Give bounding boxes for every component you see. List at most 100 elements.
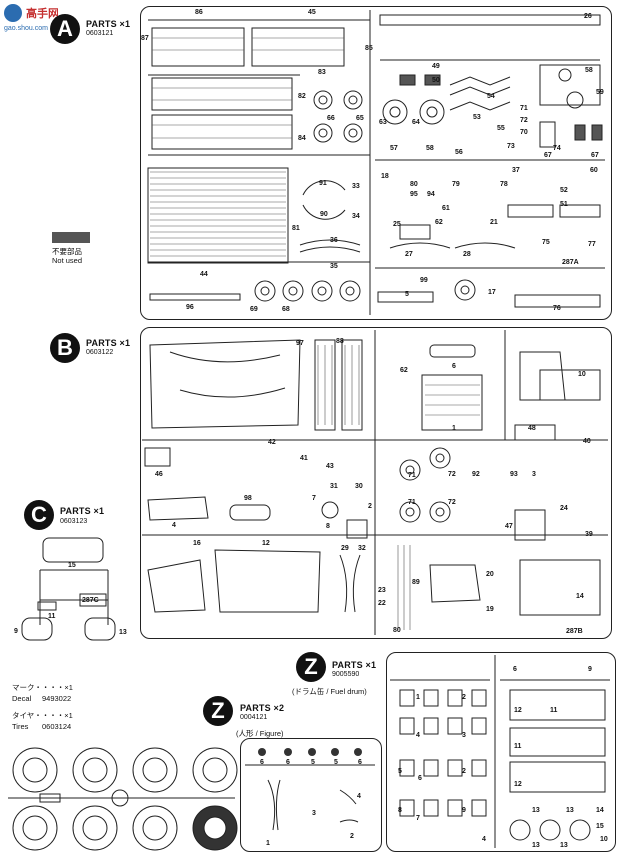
tree-b-frame bbox=[140, 327, 612, 639]
svg-text:43: 43 bbox=[326, 463, 334, 470]
svg-text:54: 54 bbox=[487, 93, 495, 100]
svg-text:44: 44 bbox=[200, 271, 208, 278]
svg-text:78: 78 bbox=[500, 181, 508, 188]
svg-text:20: 20 bbox=[486, 571, 494, 578]
svg-text:4: 4 bbox=[172, 522, 176, 529]
tree-z2-title: PARTS ×2 bbox=[240, 703, 285, 713]
svg-text:2: 2 bbox=[462, 694, 466, 701]
tree-a-title: PARTS ×1 bbox=[86, 19, 131, 29]
svg-text:21: 21 bbox=[490, 219, 498, 226]
svg-text:287C: 287C bbox=[82, 597, 99, 604]
tree-c-badge: C bbox=[24, 500, 54, 530]
svg-text:27: 27 bbox=[405, 251, 413, 258]
svg-text:7: 7 bbox=[416, 815, 420, 822]
tree-c-title: PARTS ×1 bbox=[60, 506, 105, 516]
tree-a-badge: A bbox=[50, 14, 80, 44]
svg-text:5: 5 bbox=[405, 291, 409, 298]
svg-text:13: 13 bbox=[119, 629, 127, 636]
svg-text:53: 53 bbox=[473, 114, 481, 121]
svg-text:80: 80 bbox=[393, 627, 401, 634]
svg-text:92: 92 bbox=[472, 471, 480, 478]
svg-text:73: 73 bbox=[507, 143, 515, 150]
tires-code: 0603124 bbox=[42, 722, 72, 731]
svg-text:24: 24 bbox=[560, 505, 568, 512]
svg-text:15: 15 bbox=[68, 562, 76, 569]
svg-text:4: 4 bbox=[482, 836, 486, 843]
svg-text:63: 63 bbox=[379, 119, 387, 126]
svg-text:3: 3 bbox=[532, 471, 536, 478]
svg-text:70: 70 bbox=[520, 129, 528, 136]
svg-text:287A: 287A bbox=[562, 259, 579, 266]
svg-text:95: 95 bbox=[410, 191, 418, 198]
svg-text:6: 6 bbox=[260, 759, 264, 766]
svg-text:72: 72 bbox=[520, 117, 528, 124]
svg-text:40: 40 bbox=[583, 438, 591, 445]
svg-text:9: 9 bbox=[462, 807, 466, 814]
svg-text:58: 58 bbox=[585, 67, 593, 74]
tree-z1-subtitle: (ドラム缶 / Fuel drum) bbox=[292, 687, 367, 696]
svg-text:74: 74 bbox=[553, 145, 561, 152]
watermark-logo: 高手网 gao.shou.com bbox=[2, 2, 58, 32]
svg-text:41: 41 bbox=[300, 455, 308, 462]
svg-text:69: 69 bbox=[250, 306, 258, 313]
svg-text:13: 13 bbox=[560, 842, 568, 849]
svg-text:12: 12 bbox=[262, 540, 270, 547]
tree-z1-badge: Z bbox=[296, 652, 326, 682]
decal-code: 9493022 bbox=[42, 694, 72, 703]
svg-text:55: 55 bbox=[497, 125, 505, 132]
tree-b-badge: B bbox=[50, 333, 80, 363]
svg-text:89: 89 bbox=[412, 579, 420, 586]
svg-text:11: 11 bbox=[550, 707, 558, 714]
svg-text:87: 87 bbox=[141, 35, 149, 42]
svg-text:4: 4 bbox=[357, 793, 361, 800]
svg-text:8: 8 bbox=[398, 807, 402, 814]
svg-text:2: 2 bbox=[462, 768, 466, 775]
svg-text:17: 17 bbox=[488, 289, 496, 296]
svg-text:6: 6 bbox=[513, 666, 517, 673]
svg-text:35: 35 bbox=[330, 263, 338, 270]
svg-text:65: 65 bbox=[356, 115, 364, 122]
svg-text:287B: 287B bbox=[566, 628, 583, 635]
watermark-title: 高手网 bbox=[26, 6, 58, 20]
svg-text:22: 22 bbox=[378, 600, 386, 607]
svg-text:83: 83 bbox=[318, 69, 326, 76]
tree-z2-subtitle: (人形 / Figure) bbox=[236, 729, 284, 738]
svg-text:48: 48 bbox=[528, 425, 536, 432]
watermark-url: gao.shou.com bbox=[4, 25, 48, 32]
svg-text:10: 10 bbox=[600, 836, 608, 843]
svg-text:5: 5 bbox=[311, 759, 315, 766]
svg-text:90: 90 bbox=[320, 211, 328, 218]
svg-text:98: 98 bbox=[244, 495, 252, 502]
svg-text:2: 2 bbox=[350, 833, 354, 840]
svg-text:10: 10 bbox=[578, 371, 586, 378]
tires-jp: タイヤ・・・・×1 bbox=[12, 711, 73, 720]
svg-text:11: 11 bbox=[514, 743, 522, 750]
svg-text:68: 68 bbox=[282, 306, 290, 313]
svg-text:50: 50 bbox=[432, 77, 440, 84]
svg-text:14: 14 bbox=[596, 807, 604, 814]
svg-text:34: 34 bbox=[352, 213, 360, 220]
svg-text:49: 49 bbox=[432, 63, 440, 70]
svg-text:77: 77 bbox=[588, 241, 596, 248]
decal-jp: マーク・・・・×1 bbox=[12, 683, 73, 692]
svg-text:39: 39 bbox=[585, 531, 593, 538]
svg-text:76: 76 bbox=[553, 305, 561, 312]
svg-text:29: 29 bbox=[341, 545, 349, 552]
tree-b-code: 0603122 bbox=[86, 349, 114, 356]
decal-en: Decal bbox=[12, 694, 32, 703]
tree-z2-code: 0004121 bbox=[240, 714, 268, 721]
svg-text:5: 5 bbox=[334, 759, 338, 766]
svg-text:84: 84 bbox=[298, 135, 306, 142]
svg-text:75: 75 bbox=[542, 239, 550, 246]
svg-text:61: 61 bbox=[442, 205, 450, 212]
svg-text:59: 59 bbox=[596, 89, 604, 96]
svg-text:28: 28 bbox=[463, 251, 471, 258]
svg-text:79: 79 bbox=[452, 181, 460, 188]
svg-text:6: 6 bbox=[286, 759, 290, 766]
svg-text:12: 12 bbox=[514, 781, 522, 788]
not-used-swatch bbox=[52, 232, 90, 243]
